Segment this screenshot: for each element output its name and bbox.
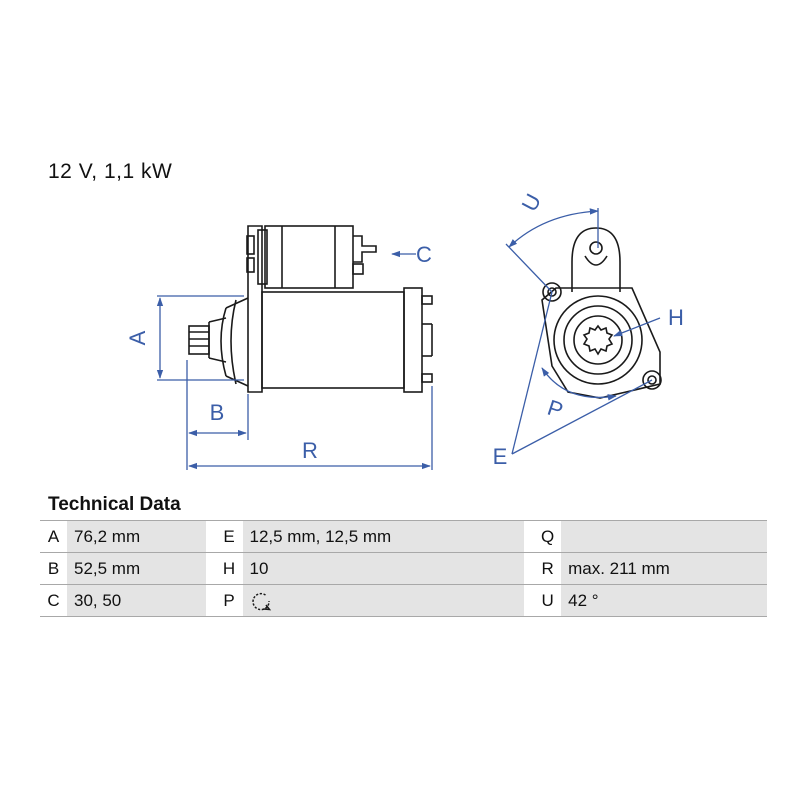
- front-view: [541, 227, 662, 399]
- top-mounting-lug: [571, 227, 621, 292]
- spec-key: B: [40, 552, 67, 585]
- dimension-label-p: P: [544, 395, 566, 423]
- spec-key: E: [215, 520, 243, 553]
- dimension-label-u: U: [517, 190, 547, 216]
- side-view-dimensions: [156, 250, 433, 470]
- table-row: C 30, 50 P U 42 °: [40, 584, 767, 617]
- technical-data-table: A 76,2 mm E 12,5 mm, 12,5 mm Q B 52,5 mm…: [40, 520, 767, 617]
- spec-value: 76,2 mm: [67, 520, 206, 553]
- spec-value: max. 211 mm: [561, 552, 767, 585]
- dimension-label-b: B: [210, 400, 225, 425]
- mounting-flange: [247, 225, 263, 393]
- dimension-label-r: R: [302, 438, 318, 463]
- spec-key: R: [534, 552, 562, 585]
- spec-value-rotation: [242, 584, 525, 617]
- dimension-label-c: C: [416, 242, 432, 267]
- front-view-dimensions: [505, 208, 661, 455]
- dimension-label-a: A: [125, 330, 150, 345]
- left-mounting-hole: [542, 282, 562, 302]
- dimension-label-e: E: [493, 444, 508, 469]
- spec-key: P: [215, 584, 243, 617]
- spec-key: H: [215, 552, 243, 585]
- spec-value: 30, 50: [67, 584, 206, 617]
- rating-headline: 12 V, 1,1 kW: [48, 160, 173, 183]
- spec-value: 42 °: [561, 584, 767, 617]
- table-row: A 76,2 mm E 12,5 mm, 12,5 mm Q: [40, 520, 767, 553]
- pinion-gear: [582, 324, 614, 356]
- spec-value: 10: [242, 552, 525, 585]
- spec-key: Q: [534, 520, 562, 553]
- motor-body: [261, 291, 405, 389]
- solenoid-body: [264, 225, 354, 289]
- spec-value: 52,5 mm: [67, 552, 206, 585]
- spec-value: [561, 520, 767, 553]
- spec-key: C: [40, 584, 67, 617]
- side-view: [188, 225, 433, 393]
- technical-data-title: Technical Data: [48, 494, 181, 515]
- spec-key: A: [40, 520, 67, 553]
- spec-key: U: [534, 584, 562, 617]
- spec-value: 12,5 mm, 12,5 mm: [242, 520, 525, 553]
- table-row: B 52,5 mm H 10 R max. 211 mm: [40, 552, 767, 585]
- pinion: [188, 325, 210, 355]
- right-mounting-hole: [642, 370, 662, 390]
- clockwise-rotation-icon: [251, 592, 271, 610]
- dimension-label-h: H: [668, 305, 684, 330]
